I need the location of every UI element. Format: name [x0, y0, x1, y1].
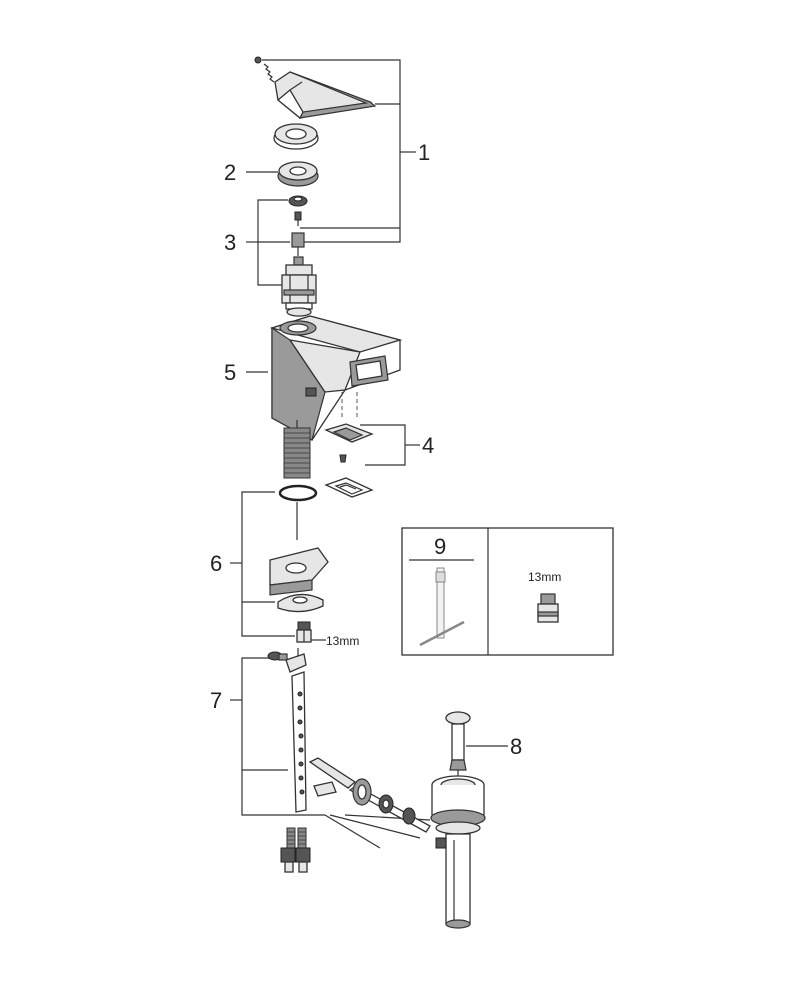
- stem-adapter: [291, 232, 305, 256]
- clamp-screw: [267, 651, 288, 661]
- supply-connectors: [280, 827, 311, 873]
- callout-9: 9: [434, 534, 446, 559]
- handle-set-screw: [254, 56, 275, 83]
- small-screw: [294, 211, 302, 226]
- insert-dimension-13mm: 13mm: [528, 570, 561, 584]
- mounting-plate: [269, 547, 329, 596]
- pivot-ball-seal: [352, 778, 372, 806]
- callout-8: 8: [510, 734, 522, 759]
- callout-4: 4: [422, 433, 434, 458]
- stop-ring: [277, 161, 319, 187]
- cap-ring: [273, 123, 319, 150]
- hex-adapter: [537, 593, 559, 623]
- callout-1: 1: [418, 140, 430, 165]
- bracket-4: [360, 424, 420, 466]
- drain-body: [430, 775, 486, 929]
- flex-hoses: [283, 420, 311, 479]
- mounting-nut: [296, 621, 312, 643]
- cartridge: [281, 256, 317, 317]
- callout-5: 5: [224, 360, 236, 385]
- aerator: [324, 392, 374, 498]
- bracket-1: [262, 59, 416, 243]
- lever-handle: [274, 71, 377, 120]
- socket-wrench-tool: [419, 567, 465, 647]
- callout-3: 3: [224, 230, 236, 255]
- dimension-label-13mm: 13mm: [326, 634, 359, 648]
- horseshoe-washer: [277, 593, 324, 613]
- o-ring: [278, 484, 318, 502]
- lift-rod-strap: [285, 653, 307, 813]
- pivot-washer: [402, 807, 416, 825]
- faucet-body: [269, 315, 403, 441]
- pivot-nut: [378, 794, 394, 814]
- callout-7: 7: [210, 688, 222, 713]
- retaining-nut: [288, 195, 308, 207]
- bracket-3: [246, 199, 290, 286]
- pop-up-stopper: [445, 711, 471, 790]
- bracket-6: [230, 491, 295, 637]
- bracket-7: [230, 657, 431, 849]
- callout-2: 2: [224, 160, 236, 185]
- callout-6: 6: [210, 551, 222, 576]
